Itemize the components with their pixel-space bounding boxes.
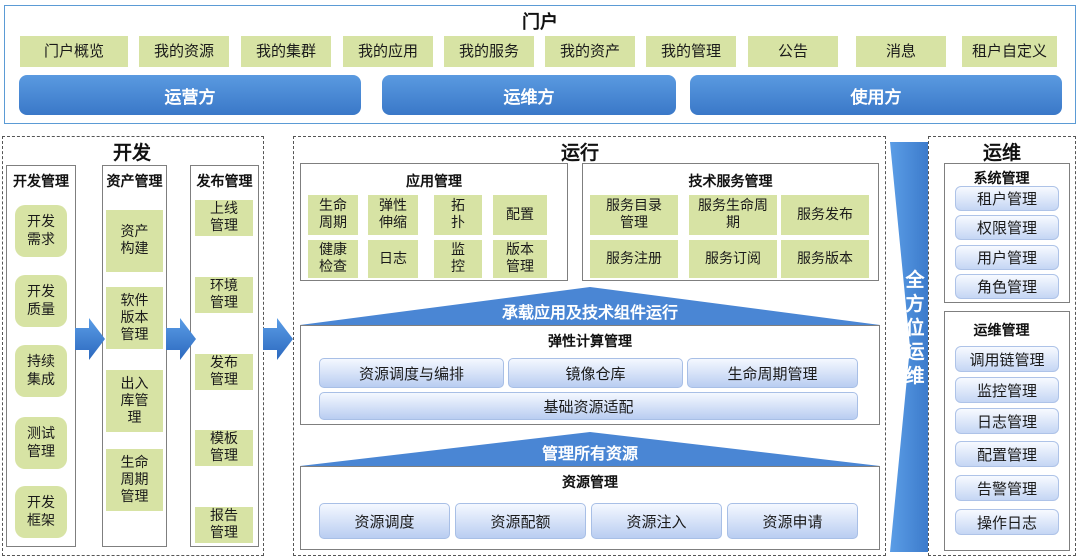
tech-item-catalog[interactable]: 服务目录管理 — [590, 195, 678, 235]
release-item-online[interactable]: 上线管理 — [195, 200, 253, 236]
release-management-title: 发布管理 — [196, 174, 253, 190]
all-round-ops-chevron — [890, 142, 938, 552]
release-item-publish[interactable]: 发布管理 — [195, 354, 253, 390]
elastic-compute-title: 弹性计算管理 — [548, 334, 632, 350]
asset-item-build[interactable]: 资产构建 — [106, 210, 163, 272]
system-management-title: 系统管理 — [973, 171, 1030, 187]
portal-item-my-clusters[interactable]: 我的集群 — [241, 36, 331, 67]
dev-management-title: 开发管理 — [13, 174, 69, 190]
dev-item-quality[interactable]: 开发质量 — [15, 275, 67, 327]
dev-title: 开发 — [112, 142, 151, 164]
tech-item-subscribe[interactable]: 服务订阅 — [689, 240, 777, 278]
elastic-item-lifecycle[interactable]: 生命周期管理 — [687, 358, 858, 388]
asset-management-title: 资产管理 — [106, 174, 163, 190]
portal-item-tenant-custom[interactable]: 租户自定义 — [962, 36, 1057, 67]
sys-item-user[interactable]: 用户管理 — [955, 245, 1059, 270]
portal-item-my-management[interactable]: 我的管理 — [646, 36, 736, 67]
asset-item-inout[interactable]: 出入库管理 — [106, 370, 163, 432]
run-title: 运行 — [560, 142, 599, 164]
app-item-autoscale[interactable]: 弹性伸缩 — [368, 195, 418, 235]
arrow-right-icon — [166, 318, 196, 360]
release-item-env[interactable]: 环境管理 — [195, 277, 253, 313]
app-item-health[interactable]: 健康检查 — [308, 240, 358, 278]
ops-item-config[interactable]: 配置管理 — [955, 441, 1059, 467]
ops-item-logs[interactable]: 日志管理 — [955, 408, 1059, 434]
dev-item-testing[interactable]: 测试管理 — [15, 417, 67, 469]
role-user-bar[interactable]: 使用方 — [690, 75, 1062, 115]
dev-item-ci[interactable]: 持续集成 — [15, 345, 67, 397]
sys-item-role[interactable]: 角色管理 — [955, 274, 1059, 299]
tech-service-title: 技术服务管理 — [688, 174, 773, 190]
app-item-logs[interactable]: 日志 — [368, 240, 418, 278]
resource-item-injection[interactable]: 资源注入 — [591, 503, 722, 539]
ops-item-monitoring[interactable]: 监控管理 — [955, 377, 1059, 403]
elastic-item-base-adapt[interactable]: 基础资源适配 — [319, 392, 858, 420]
all-round-ops-label: 全方位运维 — [905, 269, 925, 387]
asset-item-lifecycle[interactable]: 生命周期管理 — [106, 449, 163, 511]
release-item-template[interactable]: 模板管理 — [195, 430, 253, 466]
app-item-lifecycle[interactable]: 生命周期 — [308, 195, 358, 235]
sys-item-permission[interactable]: 权限管理 — [955, 215, 1059, 240]
tech-item-lifecycle[interactable]: 服务生命周期 — [689, 195, 777, 235]
portal-item-overview[interactable]: 门户概览 — [20, 36, 128, 67]
ops-item-tracing[interactable]: 调用链管理 — [955, 346, 1059, 372]
role-operator-bar[interactable]: 运营方 — [19, 75, 361, 115]
tech-item-register[interactable]: 服务注册 — [590, 240, 678, 278]
tech-item-publish[interactable]: 服务发布 — [781, 195, 869, 235]
resource-item-request[interactable]: 资源申请 — [727, 503, 858, 539]
release-item-report[interactable]: 报告管理 — [195, 507, 253, 543]
tech-item-version[interactable]: 服务版本 — [781, 240, 869, 278]
elastic-item-scheduling[interactable]: 资源调度与编排 — [319, 358, 504, 388]
portal-item-my-assets[interactable]: 我的资产 — [545, 36, 635, 67]
arrow-right-icon — [75, 318, 105, 360]
asset-item-version[interactable]: 软件版本管理 — [106, 287, 163, 349]
resource-management-title: 资源管理 — [562, 475, 618, 491]
app-item-config[interactable]: 配置 — [493, 195, 547, 235]
arrow-right-icon — [263, 318, 293, 360]
portal-item-messages[interactable]: 消息 — [856, 36, 946, 67]
app-management-title: 应用管理 — [406, 174, 462, 190]
ops-title: 运维 — [982, 142, 1021, 164]
resource-item-quota[interactable]: 资源配额 — [455, 503, 586, 539]
elastic-item-image-repo[interactable]: 镜像仓库 — [508, 358, 683, 388]
portal-item-my-resources[interactable]: 我的资源 — [139, 36, 229, 67]
portal-item-my-services[interactable]: 我的服务 — [444, 36, 534, 67]
sys-item-tenant[interactable]: 租户管理 — [955, 186, 1059, 211]
resource-item-scheduling[interactable]: 资源调度 — [319, 503, 450, 539]
ops-item-alerts[interactable]: 告警管理 — [955, 475, 1059, 501]
app-item-version[interactable]: 版本管理 — [493, 240, 547, 278]
app-item-topology[interactable]: 拓扑 — [434, 195, 482, 235]
portal-item-my-apps[interactable]: 我的应用 — [343, 36, 433, 67]
app-item-monitor[interactable]: 监控 — [434, 240, 482, 278]
portal-item-announcement[interactable]: 公告 — [748, 36, 838, 67]
portal-title: 门户 — [522, 12, 558, 33]
role-maintainer-bar[interactable]: 运维方 — [382, 75, 676, 115]
ops-item-audit-log[interactable]: 操作日志 — [955, 509, 1059, 535]
dev-item-framework[interactable]: 开发框架 — [15, 486, 67, 538]
dev-item-requirements[interactable]: 开发需求 — [15, 205, 67, 257]
ops-management-title: 运维管理 — [973, 323, 1030, 339]
